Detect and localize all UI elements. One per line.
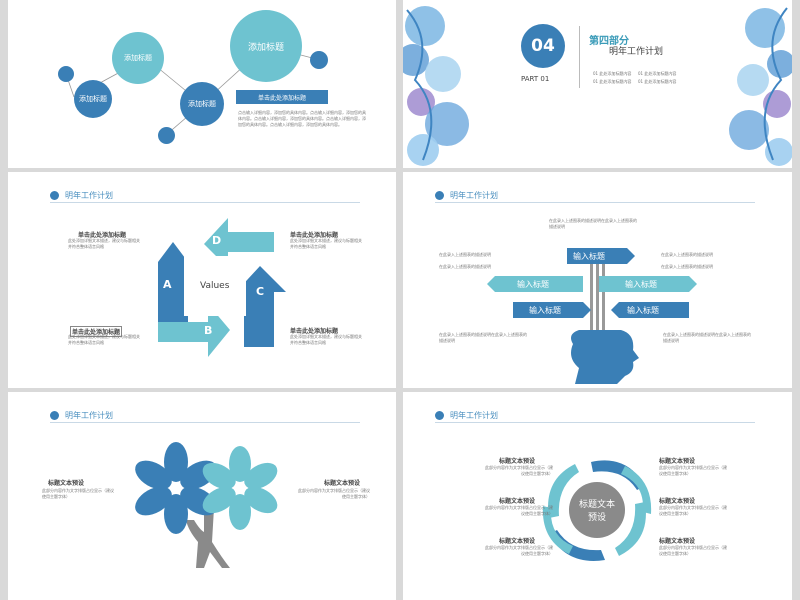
right-title: 标题文本预设 (324, 480, 361, 487)
item-title: 单击此处添加标题 (290, 328, 339, 335)
item-desc: 此部分内容作为文字排版占位显示（建议使用主题字体） (659, 465, 727, 476)
signpost-label: 输入标题 (625, 280, 657, 289)
item-title: 单击此处添加标题 (78, 232, 127, 239)
subtitle-bar-label: 单击此处添加标题 (257, 94, 306, 102)
list-item: 01 此处添加标题内容 (593, 79, 632, 84)
item-desc: 此部分内容作为文字排版占位显示（建议使用主题字体） (659, 505, 727, 516)
header-line (50, 422, 360, 423)
header-title: 明年工作计划 (65, 191, 113, 200)
header-line (50, 202, 360, 203)
right-text: 在此录入上述图表的描述说明在此录入上述图表的描述说明 (663, 332, 751, 343)
header-line (435, 422, 755, 423)
bubble-small-1-label: 添加标题 (79, 95, 107, 103)
left-text: 在此录入上述图表的描述说明 (439, 252, 491, 257)
item-desc: 此处添加详细文本描述，建议与标题相关并符合整体语言风格 (68, 334, 140, 345)
right-desc: 此部分内容作为文字排版占位显示（建议使用主题字体） (298, 488, 370, 499)
list-item: 01 此处添加标题内容 (593, 71, 632, 76)
item-title: 单击此处添加标题 (70, 326, 123, 337)
signpost-label: 输入标题 (517, 280, 549, 289)
dot-1 (58, 66, 74, 82)
item-desc: 此部分内容作为文字排版占位显示（建议使用主题字体） (659, 545, 727, 556)
item-desc: 此处添加详细文本描述，建议与标题相关并符合整体语言风格 (68, 238, 140, 249)
bubble-large: 添加标题 (230, 10, 302, 82)
signpost-label: 输入标题 (529, 306, 561, 315)
header-title: 明年工作计划 (450, 191, 498, 200)
bubble-large-label: 添加标题 (247, 42, 284, 53)
signpost-graphic (487, 248, 697, 384)
body-text: 点击输入详细内容，添加您的具体内容。点击输入详细内容，添加您的具体内容。点击输入… (238, 110, 366, 127)
left-text: 在此录入上述图表的描述说明在此录入上述图表的描述说明 (439, 332, 527, 343)
header-dot (50, 191, 59, 200)
bubble-mid-label: 添加标题 (124, 54, 152, 62)
left-title: 标题文本预设 (48, 480, 85, 487)
slide-tree[interactable]: 明年工作计划 标题文本预设 此部分内容作为文字排版占位显示（建议使用主题字体） … (8, 392, 396, 600)
bubble-mid: 添加标题 (112, 32, 164, 84)
bubble-small-2: 添加标题 (180, 82, 224, 126)
item-desc: 此部分内容作为文字排版占位显示（建议使用主题字体） (485, 505, 553, 516)
letter-d: D (212, 234, 222, 247)
dot-2 (158, 127, 175, 144)
item-desc: 此处添加详细文本描述，建议与标题相关并符合整体语言风格 (290, 334, 362, 345)
dot-3 (310, 51, 328, 69)
signpost-label: 输入标题 (627, 306, 659, 315)
slide-swirl[interactable]: 明年工作计划 标题文本预设 标题文本预设 此部分内容作为文字排版占位显示（建议使… (403, 392, 792, 600)
right-text: 在此录入上述图表的描述说明 (661, 252, 713, 257)
letter-a: A (163, 278, 172, 291)
slide-head-signpost[interactable]: 明年工作计划 在此录入上述图表的描述说明在此录入上述图表的描述说明 输入标题 输… (403, 172, 792, 388)
top-text: 在此录入上述图表的描述说明在此录入上述图表的描述说明 (549, 218, 637, 229)
header-title: 明年工作计划 (65, 411, 113, 420)
item-title: 标题文本预设 (659, 458, 696, 465)
swirl-graphic (542, 460, 652, 561)
letter-b: B (204, 324, 213, 337)
item-desc: 此部分内容作为文字排版占位显示（建议使用主题字体） (485, 465, 553, 476)
header-dot (50, 411, 59, 420)
subtitle-bar: 单击此处添加标题 (236, 90, 328, 104)
section-number: 04 (531, 36, 555, 56)
item-title: 标题文本预设 (659, 498, 696, 505)
letter-c: C (256, 285, 265, 298)
item-title: 标题文本预设 (659, 538, 696, 545)
left-text: 在此录入上述图表的描述说明 (439, 264, 491, 269)
part-label: PART 01 (521, 75, 550, 83)
values-label: Values (200, 281, 230, 291)
item-desc: 此处添加详细文本描述，建议与标题相关并符合整体语言风格 (290, 238, 362, 249)
center-circle: 标题文本预设 (569, 482, 625, 538)
section-number-badge: 04 (521, 24, 565, 68)
divider (579, 26, 580, 88)
bubble-small-2-label: 添加标题 (188, 100, 216, 108)
list-item: 01 此处添加标题内容 (638, 79, 677, 84)
slide-section-cover[interactable]: 04 PART 01 第四部分 明年工作计划 01 此处添加标题内容 01 此处… (403, 0, 792, 168)
tree-graphic (135, 442, 278, 568)
left-desc: 此部分内容作为文字排版占位显示（建议使用主题字体） (42, 488, 114, 499)
header-dot (435, 191, 444, 200)
item-title: 标题文本预设 (499, 538, 536, 545)
item-title: 单击此处添加标题 (290, 232, 339, 239)
header-line (435, 202, 755, 203)
item-title: 标题文本预设 (499, 458, 536, 465)
section-subtitle: 明年工作计划 (609, 47, 664, 57)
signpost-label: 输入标题 (573, 252, 605, 261)
floral-decoration-left (403, 6, 469, 166)
cycle-arrows (158, 218, 286, 357)
header-dot (435, 411, 444, 420)
floral-decoration-right (729, 7, 792, 166)
item-title: 标题文本预设 (499, 498, 536, 505)
bubble-small-1: 添加标题 (74, 80, 112, 118)
header-title: 明年工作计划 (450, 411, 498, 420)
center-label: 标题文本预设 (579, 500, 616, 523)
slide-cycle-diagram[interactable]: 明年工作计划 Values A B C D 单击此处添加标题 此处添加详细文本描… (8, 172, 396, 388)
slide-bubble-chart[interactable]: 添加标题 添加标题 添加标题 添加标题 单击此处添加标题 点击输入详细内容，添加… (8, 0, 396, 168)
section-title: 第四部分 (589, 36, 629, 47)
right-text: 在此录入上述图表的描述说明 (661, 264, 713, 269)
list-item: 01 此处添加标题内容 (638, 71, 677, 76)
item-desc: 此部分内容作为文字排版占位显示（建议使用主题字体） (485, 545, 553, 556)
